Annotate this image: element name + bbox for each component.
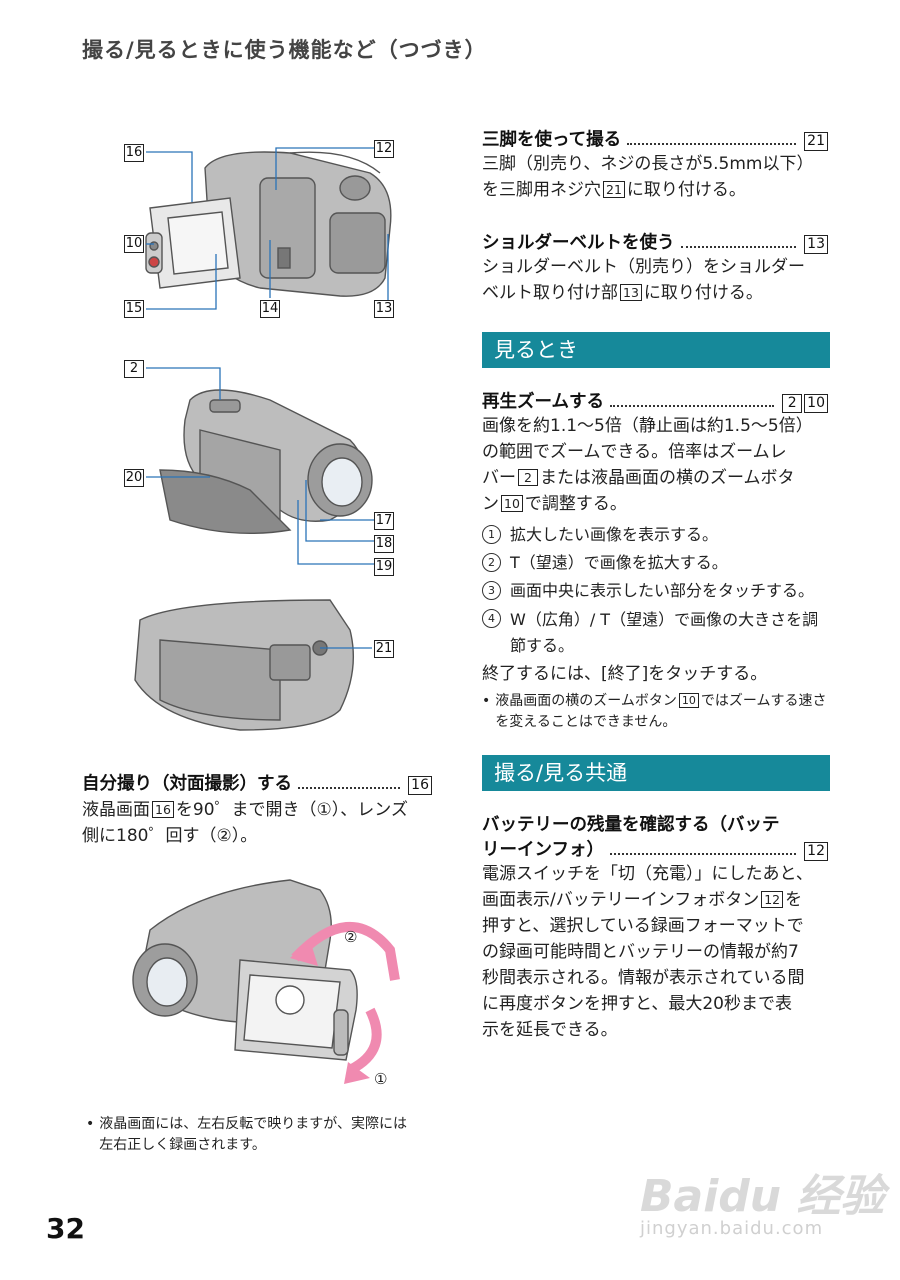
figure-label: 18 <box>374 535 394 553</box>
camcorder-bottom-illustration <box>134 599 354 731</box>
section-heading-viewing: 見るとき <box>482 332 830 368</box>
self-shoot-title: 自分撮り（対面撮影）する 16 <box>82 770 434 795</box>
figure-label: 21 <box>374 640 394 658</box>
figure-label: 17 <box>374 512 394 530</box>
camcorder-lcd-illustration <box>145 151 392 297</box>
figure-label: 13 <box>374 300 394 318</box>
figure-label: 20 <box>124 469 144 487</box>
rotation-step-2-marker: ② <box>344 928 358 946</box>
playback-zoom-body: 画像を約1.1～5倍（静止画は約1.5～5倍） の範囲でズームできる。倍率はズー… <box>482 416 813 514</box>
figure-label: 12 <box>374 140 394 158</box>
camcorder-side-illustration <box>159 389 373 535</box>
watermark-url: jingyan.baidu.com <box>640 1218 824 1239</box>
figure-label: 10 <box>124 235 144 253</box>
self-shoot-rotation-illustration <box>132 879 400 1084</box>
figure-label: 16 <box>124 144 144 162</box>
callout-lines-fig2 <box>146 367 374 565</box>
figure-label: 15 <box>124 300 144 318</box>
figure-label: 19 <box>374 558 394 576</box>
battery-title-line2: リーインフォ）12 <box>482 836 830 861</box>
page-header: 撮る/見るときに使う機能など（つづき） <box>82 38 487 62</box>
rotation-step-1-marker: ① <box>374 1070 388 1088</box>
page-number: 32 <box>46 1212 85 1245</box>
figure-label: 14 <box>260 300 280 318</box>
watermark-logo: Baidu 经验 <box>640 1171 885 1222</box>
battery-title-line1: バッテリーの残量を確認する（バッテ <box>482 815 780 835</box>
callout-lines-fig1 <box>146 147 389 310</box>
callout-line-fig3 <box>320 647 372 649</box>
self-shoot-note: •液晶画面には、左右反転で映りますが、実際には左右正しく録画されます。 <box>86 1116 407 1153</box>
figure-label: 2 <box>124 360 144 378</box>
section-heading-common: 撮る/見る共通 <box>482 755 830 791</box>
zoom-end-text: 終了するには、[終了]をタッチする。 <box>482 664 768 684</box>
